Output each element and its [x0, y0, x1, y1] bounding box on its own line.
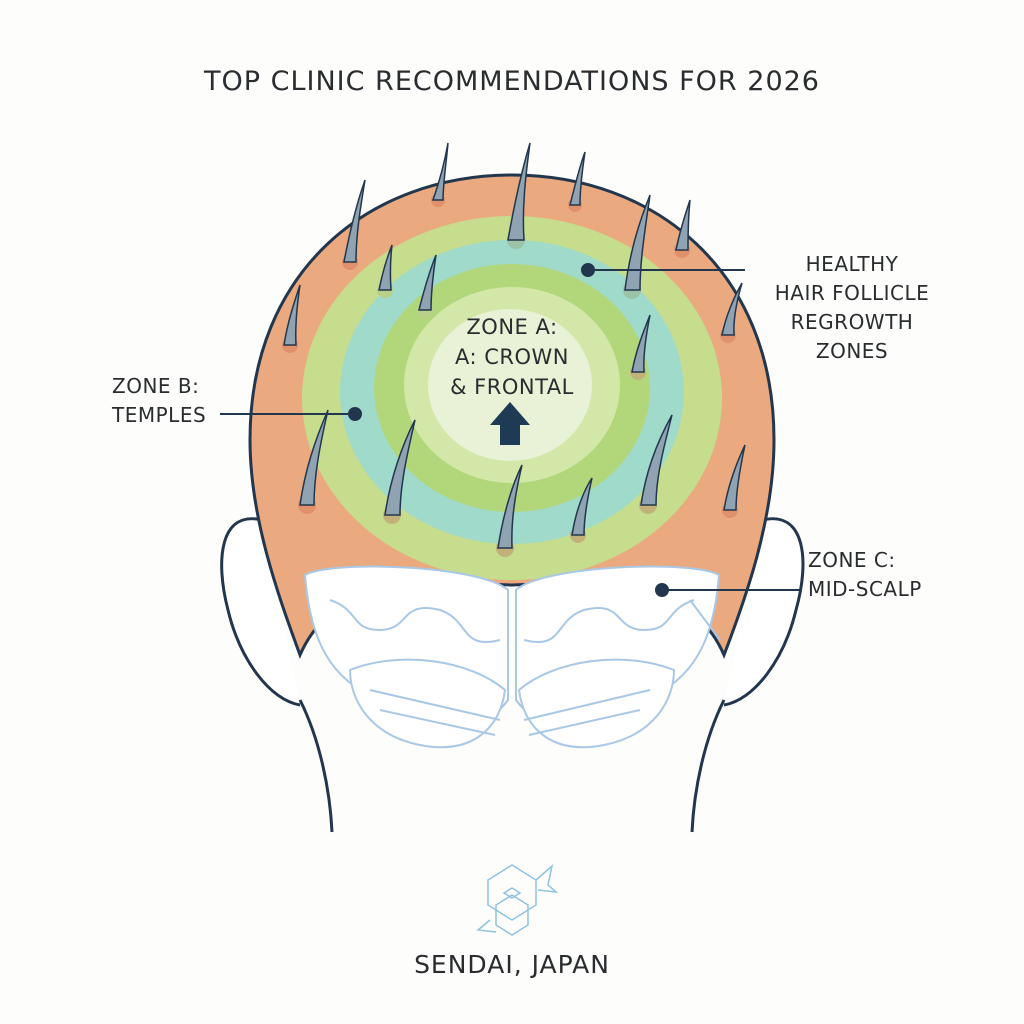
hair-follicle — [342, 179, 366, 270]
hair-follicles — [282, 142, 746, 557]
left-ear — [220, 517, 301, 707]
hair-follicle — [417, 254, 437, 318]
hair-follicle — [496, 464, 523, 557]
zone-b-line1: ZONE B: — [112, 374, 200, 398]
brain-illustration — [303, 565, 721, 749]
page-title: TOP CLINIC RECOMMENDATIONS FOR 2026 — [204, 66, 820, 97]
zone-a-core — [428, 309, 592, 461]
location-footer: SENDAI, JAPAN — [414, 950, 610, 979]
healthy-line4: ZONES — [815, 339, 889, 363]
hair-follicle — [298, 409, 329, 514]
healthy-line2: HAIR FOLLICLE — [774, 281, 930, 305]
up-arrow-icon — [490, 402, 530, 445]
zone-b-line2: TEMPLES — [112, 403, 207, 427]
hair-follicle — [630, 314, 651, 380]
hair-follicle — [568, 151, 586, 212]
healthy-line1: HEALTHY — [805, 252, 899, 276]
hair-follicle — [282, 284, 301, 353]
origami-logo — [476, 863, 559, 936]
hair-follicle — [377, 244, 393, 298]
zone-c-label: ZONE C: MID-SCALP — [808, 546, 922, 604]
hair-follicle — [507, 142, 531, 249]
hair-follicle — [722, 444, 746, 518]
zone-a-label: ZONE A: A: CROWN & FRONTAL — [430, 312, 594, 402]
hair-follicle — [674, 199, 691, 258]
hair-follicle — [720, 282, 743, 343]
zone-c-line2: MID-SCALP — [808, 577, 922, 601]
zone-a-line3: & FRONTAL — [450, 375, 574, 399]
hair-follicle — [383, 419, 416, 524]
leader-lines — [220, 263, 800, 597]
right-ear — [723, 517, 805, 707]
healthy-line3: REGROWTH — [790, 310, 914, 334]
neck-left — [298, 699, 334, 833]
zone-a-line1: ZONE A: — [466, 315, 558, 339]
neck-right — [690, 699, 726, 833]
zone-a-line2: A: CROWN — [454, 345, 569, 369]
zone-b-label: ZONE B: TEMPLES — [112, 372, 206, 430]
hair-follicle — [639, 414, 673, 514]
hair-follicle — [431, 142, 449, 207]
hair-follicle — [570, 477, 593, 543]
healthy-zones-label: HEALTHY HAIR FOLLICLE REGROWTH ZONES — [752, 250, 952, 366]
zone-c-line1: ZONE C: — [808, 548, 896, 572]
